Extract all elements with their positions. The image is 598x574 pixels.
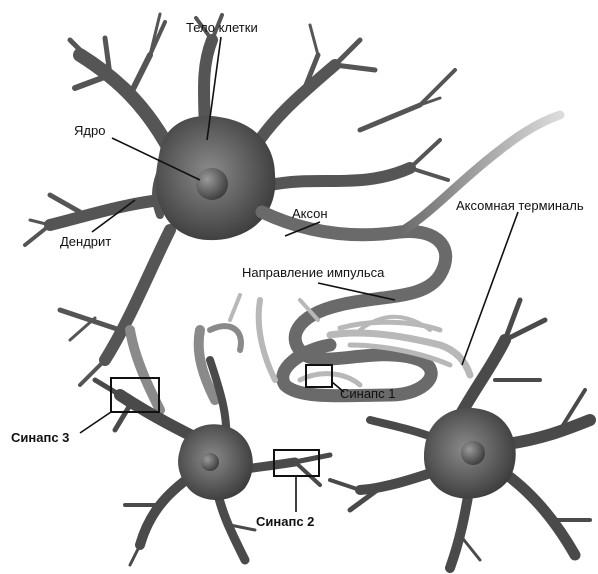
impulse-direction-label: Направление импульса [242, 265, 385, 280]
axon-label: Аксон [292, 206, 328, 221]
nucleus [196, 168, 228, 200]
dendrite-label: Дендрит [60, 234, 111, 249]
synapse-3-label: Синапс 3 [11, 430, 69, 445]
synapse-1-label: Синапс 1 [340, 386, 395, 401]
neuron-bottom-right-nucleus [461, 441, 485, 465]
neuron-bottom-left-nucleus [201, 453, 219, 471]
cell-body-label: Тело клетки [186, 20, 258, 35]
neuron-bottom-right [330, 300, 590, 568]
axon-terminal-label: Аксомная терминаль [456, 198, 584, 213]
synapse-3-leader [80, 412, 111, 433]
nucleus-label: Ядро [74, 123, 105, 138]
synapse-2-label: Синапс 2 [256, 514, 314, 529]
